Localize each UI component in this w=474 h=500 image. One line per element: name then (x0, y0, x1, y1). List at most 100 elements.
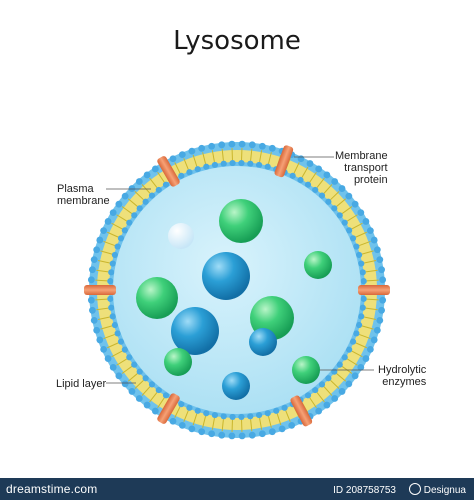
lipid-head-inner (109, 260, 116, 267)
lipid-head-inner (341, 219, 348, 226)
lipid-head-outer (109, 209, 117, 217)
lipid-head-outer (208, 142, 216, 150)
lipid-head-outer (379, 276, 387, 284)
lipid-head-outer (338, 185, 346, 192)
lipid-head-inner (336, 361, 343, 368)
lipid-head-outer (89, 266, 96, 274)
label-membrane-transport-protein: Membrane transport protein (335, 150, 388, 186)
lipid-head-inner (136, 205, 143, 212)
transport-protein (157, 156, 180, 187)
lipid-head-outer (178, 421, 186, 429)
lipid-head-outer (315, 407, 323, 415)
lipid-head-outer (121, 380, 129, 388)
lipid-tail (336, 198, 347, 207)
lipid-head-inner (220, 160, 227, 167)
lipid-head-outer (109, 363, 117, 371)
lipid-tail (323, 184, 333, 194)
lipid-head-inner (355, 251, 363, 259)
lipid-head-inner (341, 354, 348, 361)
lipid-head-inner (148, 381, 156, 388)
lipid-head-inner (346, 227, 353, 234)
lipid-head-outer (143, 401, 151, 409)
lipid-head-outer (345, 192, 353, 200)
lipid-head-outer (248, 431, 256, 439)
lipid-head-inner (136, 368, 143, 375)
label-lipid-layer: Lipid layer (56, 378, 107, 390)
enzyme-green (136, 277, 178, 319)
lipid-head-outer (96, 236, 104, 244)
lipid-tail (141, 386, 151, 396)
leader-lines (106, 156, 374, 384)
lipid-tail (366, 298, 379, 301)
lipid-tail (346, 358, 358, 366)
lipid-head-inner (194, 166, 201, 173)
lipid-head-outer (362, 355, 370, 362)
lipid-head-outer (331, 178, 339, 185)
lipid-tail (211, 417, 215, 430)
lipid-tail (157, 171, 165, 183)
lipid-tail (355, 342, 367, 349)
label-plasma-membrane: Plasma membrane (57, 183, 110, 207)
lipid-tail (358, 333, 371, 340)
lipid-head-outer (351, 372, 359, 380)
lipid-tail (351, 222, 363, 230)
lipid-tail (267, 416, 272, 428)
lipid-head-outer (151, 165, 159, 173)
lipid-head-outer (373, 246, 381, 254)
lipid-tail (100, 250, 113, 255)
lipid-head-inner (211, 161, 219, 169)
lipid-tail (309, 397, 317, 409)
lipid-tail (121, 206, 133, 214)
lipid-head-inner (318, 381, 326, 388)
lipid-tail (361, 325, 374, 330)
lipid-tail (96, 307, 109, 311)
lipid-head-inner (353, 243, 360, 250)
lipid-head-outer (370, 336, 378, 344)
lipid-head-inner (297, 176, 304, 184)
lipid-tail (202, 416, 207, 428)
lipid-head-inner (109, 313, 116, 320)
lipid-tail (127, 373, 138, 382)
lipid-tail (259, 417, 263, 430)
lipid-tail (365, 307, 378, 311)
lipid-head-inner (155, 186, 162, 194)
lipid-tail (183, 410, 189, 422)
lipid-head-inner (247, 160, 254, 167)
lipid-head-inner (178, 401, 185, 408)
lipid-head-outer (278, 425, 286, 433)
lipid-tail (127, 198, 138, 207)
transport-protein (290, 395, 313, 427)
lipid-tail (330, 379, 340, 390)
lipid-tail (366, 279, 379, 282)
lipid-head-outer (100, 345, 108, 353)
lipid-tail (134, 190, 144, 201)
lipid-head-inner (360, 278, 367, 285)
lipid-head-outer (115, 200, 123, 208)
lipid-head-outer (379, 296, 387, 304)
lipid-head-outer (366, 345, 374, 353)
lipid-head-outer (370, 236, 378, 244)
lipid-head-inner (142, 198, 149, 205)
lipid-tail (336, 373, 347, 382)
lipid-head-outer (90, 256, 98, 264)
transport-protein (274, 145, 294, 178)
diagram-title: Lysosome (173, 26, 301, 56)
lipid-head-inner (114, 330, 121, 337)
lipid-head-outer (288, 421, 296, 429)
lipid-head-outer (376, 316, 384, 324)
lipid-head-outer (376, 256, 384, 264)
lipid-tail (250, 419, 253, 432)
lipid-head-inner (117, 235, 125, 242)
lipid-tail (95, 298, 108, 301)
lipid-head-outer (297, 155, 305, 163)
lipid-head-outer (89, 306, 96, 314)
lipid-head-outer (331, 395, 339, 402)
lipid-tail (330, 190, 340, 201)
lipid-head-inner (304, 392, 312, 399)
lipid-head-inner (318, 192, 326, 199)
lipid-head-inner (220, 413, 227, 420)
lipid-head-outer (378, 266, 385, 274)
lipid-tail (361, 250, 374, 255)
lipid-head-inner (325, 198, 332, 205)
lipid-head-inner (148, 192, 156, 199)
